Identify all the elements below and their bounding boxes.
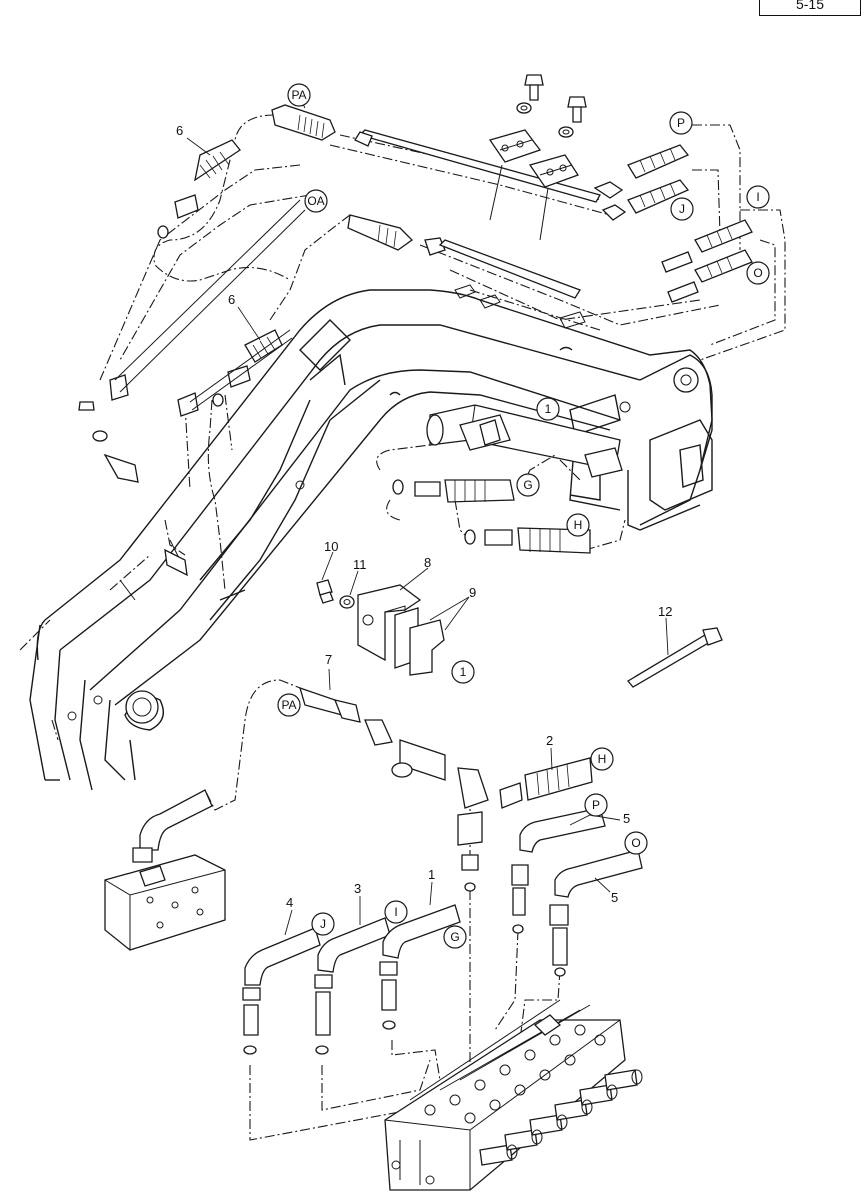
- callout-pa-upper: PA: [291, 88, 306, 102]
- item-5-label-lower: 5: [611, 890, 618, 905]
- callout-j-upper: J: [679, 202, 685, 216]
- callout-o-lower: O: [631, 836, 640, 850]
- item-1-label: 1: [428, 867, 435, 882]
- boom-structure: [19, 289, 713, 791]
- callout-i-upper: I: [756, 190, 759, 204]
- callout-p-upper: P: [677, 116, 685, 130]
- callout-detail-1-lower: 1: [460, 665, 467, 679]
- cable-tie: [627, 627, 723, 688]
- item-3-label: 3: [354, 881, 361, 896]
- item-6-label-lower: 6: [228, 292, 235, 307]
- callout-oa-upper: OA: [307, 194, 324, 208]
- callout-pa-lower: PA: [281, 698, 296, 712]
- callout-h-middle: H: [574, 518, 583, 532]
- item-4-label: 4: [286, 895, 293, 910]
- item-2-label: 2: [546, 733, 553, 748]
- upper-fittings: [78, 74, 753, 577]
- hoses-1-3-4: [242, 904, 461, 1055]
- middle-fittings: [392, 479, 591, 554]
- item-6-label-upper: 6: [176, 123, 183, 138]
- item-11-label: 11: [353, 557, 367, 572]
- item-12-label: 12: [658, 604, 672, 619]
- callout-i-lower: I: [394, 905, 397, 919]
- callout-p-lower: P: [592, 798, 600, 812]
- callout-o-upper: O: [753, 266, 762, 280]
- item-9-label: 9: [469, 585, 476, 600]
- lower-fittings: [104, 686, 643, 977]
- callout-g-lower: G: [450, 930, 459, 944]
- hose-routes: [99, 114, 786, 1150]
- callout-h-lower: H: [598, 752, 607, 766]
- connection-callouts: PA OA P J I O 1 G H 1 PA H P O J I G: [277, 83, 770, 949]
- item-10-label: 10: [324, 539, 338, 554]
- item-8-label: 8: [424, 555, 431, 570]
- leader-lines: [186, 97, 669, 936]
- item-number-labels: 6 6 10 11 8 9 12 7 2 5 5 4 3 1: [176, 123, 672, 910]
- item-7-label: 7: [325, 652, 332, 667]
- control-valve: [384, 999, 643, 1191]
- callout-g-middle: G: [523, 478, 532, 492]
- callout-j-lower: J: [320, 917, 326, 931]
- page-id-box: 5-15: [759, 0, 861, 16]
- item-5-label-upper: 5: [623, 811, 630, 826]
- boom-cylinder: [426, 404, 623, 478]
- clamp-detail: [316, 579, 445, 676]
- page-id: 5-15: [795, 0, 825, 12]
- callout-detail-1-upper: 1: [545, 402, 552, 416]
